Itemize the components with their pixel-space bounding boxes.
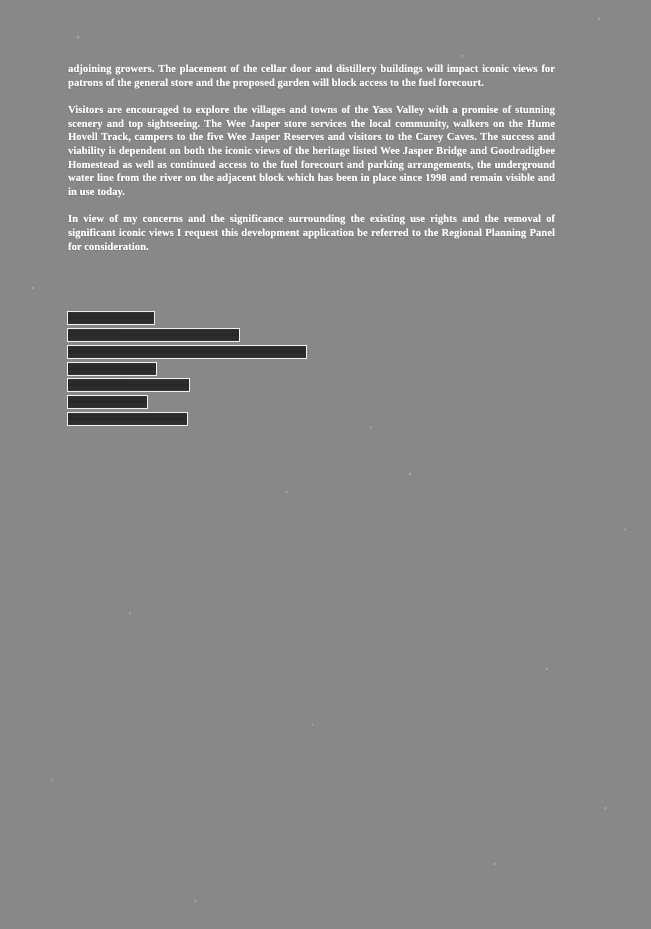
bar-row [67, 311, 155, 325]
bar [67, 362, 157, 376]
horizontal-bar-chart [67, 309, 327, 431]
bar [67, 395, 148, 409]
paragraph-3: In view of my concerns and the significa… [68, 214, 555, 253]
bar-row [67, 395, 148, 409]
bar [67, 378, 190, 392]
bar [67, 412, 188, 426]
bar [67, 328, 240, 342]
paragraph-1: adjoining growers. The placement of the … [68, 64, 555, 89]
bar-row [67, 378, 190, 392]
document-text-block: adjoining growers. The placement of the … [68, 63, 555, 255]
bar-row [67, 412, 188, 426]
bar [67, 311, 155, 325]
bar-row [67, 328, 240, 342]
bar [67, 345, 307, 359]
bar-row [67, 362, 157, 376]
paragraph-2: Visitors are encouraged to explore the v… [68, 105, 555, 198]
bar-row [67, 345, 307, 359]
